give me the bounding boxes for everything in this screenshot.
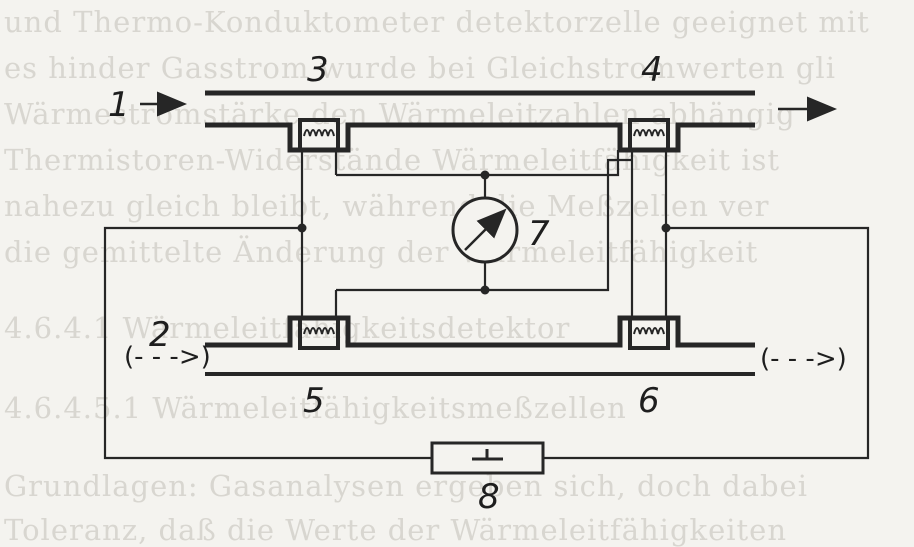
bg-line: 4.6.4.5.1 Wärmeleitfähigkeitsmeßzellen bbox=[4, 391, 627, 425]
bg-line: und Thermo-Konduktometer detektorzelle g… bbox=[4, 5, 870, 39]
label-1: 1 bbox=[108, 85, 130, 125]
channel-bottom-wall bbox=[205, 122, 755, 153]
label-3: 3 bbox=[307, 50, 329, 90]
label-4: 4 bbox=[641, 50, 663, 90]
bg-line: es hinder Gasstrom wurde bei Gleichstrom… bbox=[4, 51, 836, 85]
bg-line: Toleranz, daß die Werte der Wärmeleitfäh… bbox=[4, 513, 787, 547]
junctions bbox=[297, 170, 671, 295]
cell-4-well bbox=[628, 118, 670, 152]
label-2: 2 bbox=[149, 315, 171, 355]
supply-wire-right bbox=[543, 226, 870, 460]
reference-top-wall bbox=[205, 315, 755, 348]
bg-line: die gemittelte Änderung der Wärmeleitfäh… bbox=[4, 234, 758, 269]
label-8: 8 bbox=[478, 477, 500, 517]
cell-wells bbox=[298, 118, 670, 350]
reference-flow-out-marker: (- - ->) bbox=[760, 344, 847, 374]
wire-3-to-4 bbox=[336, 150, 620, 177]
heating-coils bbox=[303, 129, 665, 335]
resistor bbox=[430, 441, 545, 475]
bg-line: Grundlagen: Gasanalysen ergeben sich, do… bbox=[4, 469, 808, 503]
label-6: 6 bbox=[638, 381, 660, 421]
flow-arrows bbox=[140, 91, 837, 122]
junction-dot bbox=[480, 285, 490, 295]
junction-dot bbox=[480, 170, 490, 180]
supply-wire-left bbox=[103, 226, 432, 460]
coil-6-icon bbox=[633, 327, 665, 335]
cell-5-well bbox=[298, 316, 340, 350]
galvanometer bbox=[451, 196, 519, 264]
coil-5-icon bbox=[303, 327, 335, 335]
wire-5-to-4 bbox=[336, 158, 632, 292]
reference-channel bbox=[205, 315, 755, 376]
cell-3-well bbox=[298, 118, 340, 152]
galvanometer-needle-icon bbox=[464, 208, 507, 251]
coil-4-icon bbox=[633, 129, 665, 137]
junction-dot bbox=[297, 223, 307, 233]
bg-line: nahezu gleich bleibt, während die Meßzel… bbox=[4, 189, 770, 223]
label-5: 5 bbox=[303, 381, 325, 421]
label-7: 7 bbox=[528, 214, 550, 254]
bg-line: 4.6.4.1 Wärmeleitfähigkeitsdetektor bbox=[4, 311, 570, 345]
measuring-channel bbox=[205, 90, 755, 153]
junction-dot bbox=[661, 223, 671, 233]
coil-3-icon bbox=[303, 129, 335, 137]
cell-6-well bbox=[628, 316, 670, 350]
reference-flow-in-marker: (- - ->) bbox=[124, 342, 211, 372]
